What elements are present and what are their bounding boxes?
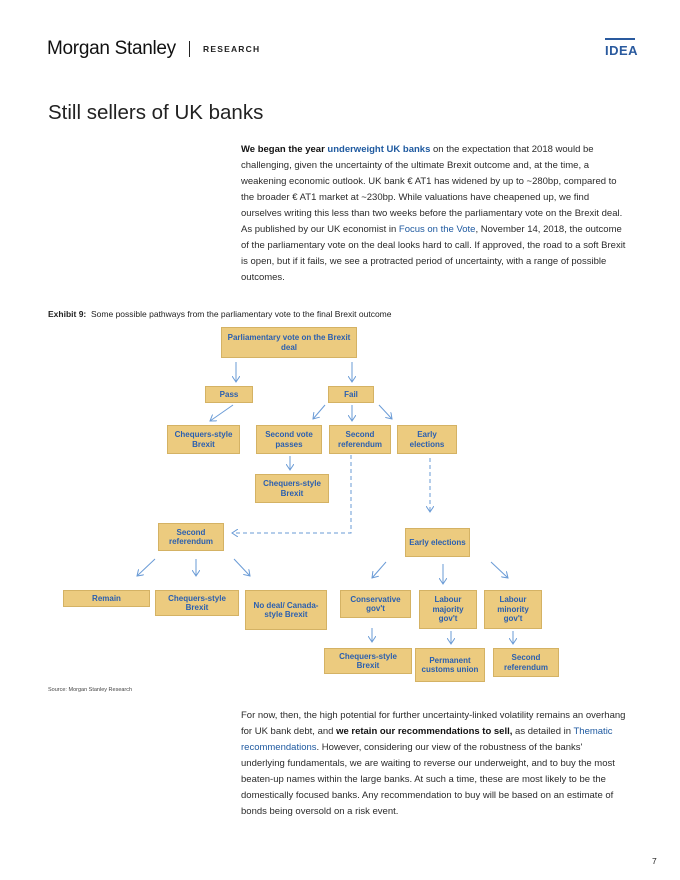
node-pass: Pass [205,386,253,403]
intro-lead: We began the year [241,144,328,155]
node-early-elections-2: Early elections [405,528,470,557]
node-second-referendum-1: Second referendum [329,425,391,454]
exhibit-source: Source: Morgan Stanley Research [48,687,133,693]
node-chequers-brexit-2: Chequers-style Brexit [255,474,329,503]
node-early-elections-1: Early elections [397,425,457,454]
morgan-stanley-logo: Morgan Stanley [47,38,176,59]
idea-badge: IDEA [605,43,639,58]
intro-text-2: , November 14, 2018, the outcome of the … [241,224,626,283]
header-divider [189,41,190,57]
closing-text-1: For now, then, the high potential for fu… [241,710,626,737]
node-chequers-brexit-3: Chequers-style Brexit [155,590,239,616]
section-label: RESEARCH [203,44,261,54]
node-remain: Remain [63,590,150,607]
page-number: 7 [652,856,657,866]
intro-text-1: on the expectation that 2018 would be ch… [241,144,623,235]
node-second-vote-passes: Second vote passes [256,425,322,454]
closing-paragraph: For now, then, the high potential for fu… [241,708,626,820]
node-chequers-brexit-1: Chequers-style Brexit [167,425,240,454]
underweight-link[interactable]: underweight UK banks [327,144,431,155]
exhibit-title: Some possible pathways from the parliame… [91,309,392,319]
exhibit-caption: Exhibit 9: Some possible pathways from t… [48,309,391,319]
idea-badge-rule [605,38,635,40]
closing-text-2: as detailed in [512,726,574,737]
thematic-recommendations-link[interactable]: Thematic recommendations [241,726,613,753]
node-second-referendum-2: Second referendum [158,523,224,551]
intro-paragraph: We began the year underweight UK banks o… [241,142,626,286]
exhibit-label: Exhibit 9: [48,309,87,319]
page-title: Still sellers of UK banks [48,101,264,124]
node-chequers-brexit-4: Chequers-style Brexit [324,648,412,674]
closing-text-3: . However, considering our view of the r… [241,742,615,817]
node-labour-majority-govt: Labour majority gov't [419,590,477,629]
node-conservative-govt: Conservative gov't [340,590,411,618]
node-labour-minority-govt: Labour minority gov't [484,590,542,629]
node-parliamentary-vote: Parliamentary vote on the Brexit deal [221,327,357,358]
node-no-deal-canada-brexit: No deal/ Canada-style Brexit [245,590,327,630]
node-permanent-customs-union: Permanent customs union [415,648,485,682]
node-second-referendum-3: Second referendum [493,648,559,677]
closing-bold: we retain our recommendations to sell, [336,726,513,737]
node-fail: Fail [328,386,374,403]
focus-on-vote-link[interactable]: Focus on the Vote [398,224,476,235]
